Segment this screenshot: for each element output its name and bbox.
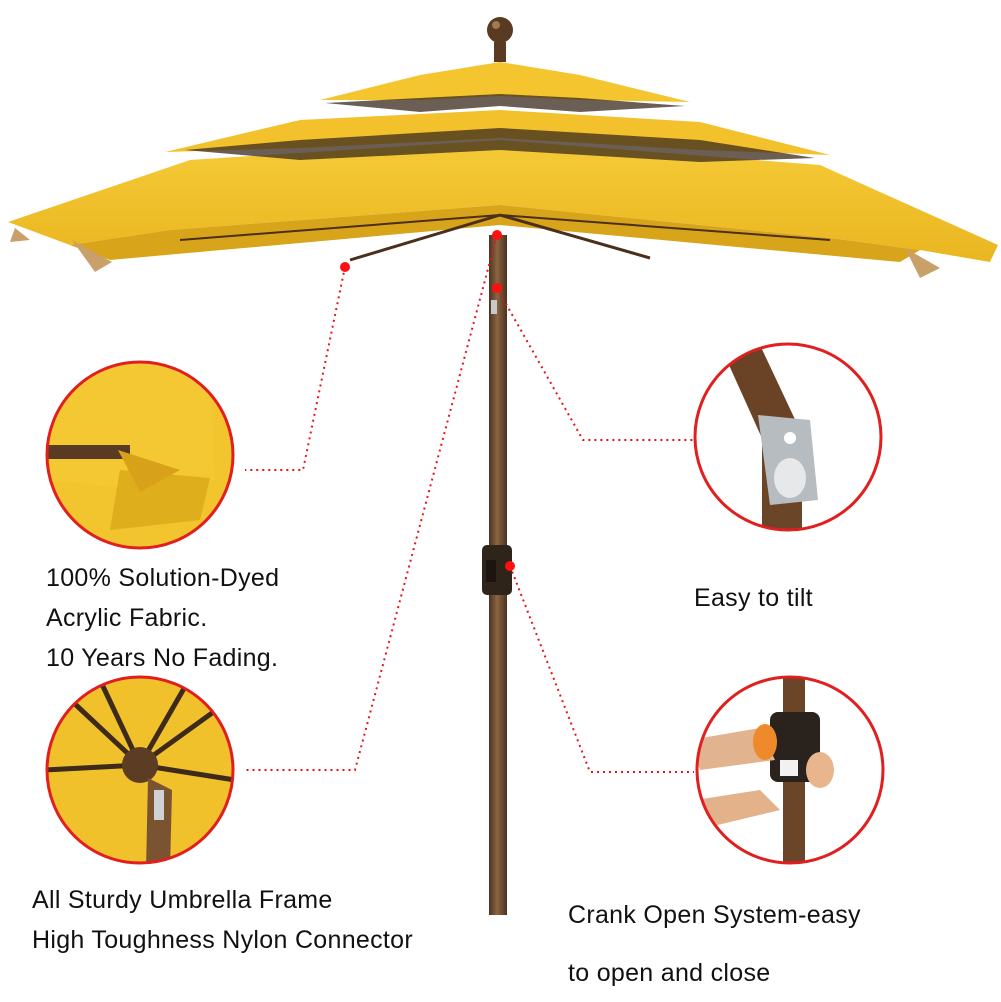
frame-caption-line-1: All Sturdy Umbrella Frame bbox=[32, 886, 333, 914]
fabric-caption-line-3: 10 Years No Fading. bbox=[46, 644, 279, 672]
fabric-detail-inset bbox=[45, 360, 235, 550]
tilt-caption-line-1: Easy to tilt bbox=[694, 584, 813, 612]
frame-caption: All Sturdy Umbrella Frame High Toughness… bbox=[32, 880, 413, 960]
fabric-caption: 100% Solution-Dyed Acrylic Fabric. 10 Ye… bbox=[46, 558, 279, 678]
frame-detail-inset bbox=[45, 675, 235, 865]
fabric-caption-line-1: 100% Solution-Dyed bbox=[46, 564, 280, 592]
umbrella-canopy bbox=[8, 17, 998, 278]
crank-detail-inset bbox=[695, 675, 885, 865]
tilt-caption: Easy to tilt bbox=[694, 578, 813, 618]
tilt-detail-inset bbox=[693, 342, 883, 532]
frame-caption-line-2: High Toughness Nylon Connector bbox=[32, 926, 413, 954]
crank-caption: Crank Open System-easy to open and close bbox=[568, 886, 861, 1002]
callout-lines bbox=[245, 234, 694, 773]
crank-caption-line-1: Crank Open System-easy bbox=[568, 901, 861, 929]
crank-caption-line-2: to open and close bbox=[568, 959, 771, 987]
fabric-caption-line-2: Acrylic Fabric. bbox=[46, 604, 208, 632]
callout-dots bbox=[340, 230, 515, 571]
crank-housing bbox=[482, 545, 512, 595]
